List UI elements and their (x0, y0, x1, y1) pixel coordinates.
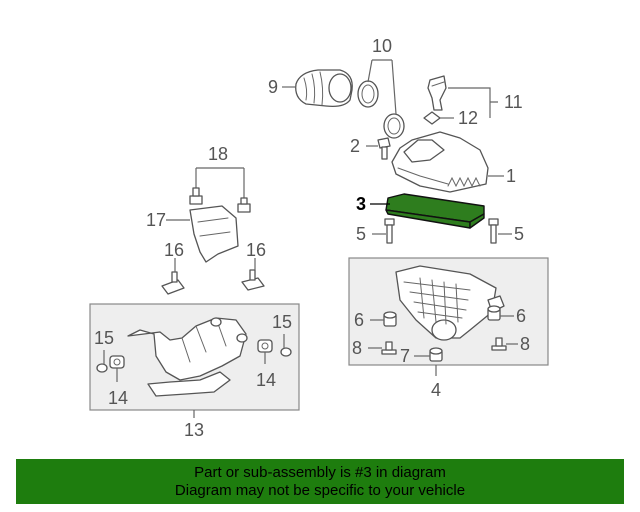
callout-7: 7 (400, 346, 410, 366)
callout-5a: 5 (356, 224, 366, 244)
collar-part-14-right[interactable] (257, 339, 273, 353)
bolt-part-16-right[interactable] (241, 269, 265, 291)
callout-18: 18 (208, 144, 228, 164)
callout-2: 2 (350, 136, 360, 156)
bolt-part-18-left[interactable] (189, 187, 203, 205)
callout-14a: 14 (108, 388, 128, 408)
grommet-part-6-right[interactable] (487, 305, 501, 321)
callout-13: 13 (184, 420, 204, 440)
callout-17: 17 (146, 210, 166, 230)
callout-6b: 6 (516, 306, 526, 326)
bolt-part-16-left[interactable] (161, 271, 185, 295)
airflow-sensor-part-11[interactable] (427, 75, 447, 111)
banner-line-1: Part or sub-assembly is #3 in diagram (194, 463, 446, 481)
callout-4: 4 (431, 380, 441, 400)
callout-8b: 8 (520, 334, 530, 354)
grommet-part-6-left[interactable] (383, 311, 397, 327)
callout-8a: 8 (352, 338, 362, 358)
callout-6a: 6 (354, 310, 364, 330)
callout-9: 9 (268, 77, 278, 97)
grommet-part-15-left[interactable] (96, 363, 108, 373)
air-cleaner-cover-part-1[interactable] (391, 131, 489, 193)
part-info-banner: Part or sub-assembly is #3 in diagram Di… (16, 459, 624, 504)
resonator-duct-part-13[interactable] (127, 317, 248, 397)
air-filter-part-3[interactable] (385, 193, 485, 229)
collar-part-8-right[interactable] (491, 337, 507, 351)
grommet-part-15-right[interactable] (280, 347, 292, 357)
callout-15b: 15 (272, 312, 292, 332)
callout-10: 10 (372, 36, 392, 56)
callout-11: 11 (504, 92, 523, 112)
bolt-part-18-right[interactable] (237, 197, 251, 213)
callout-12: 12 (458, 108, 478, 128)
hose-clamp-part-10[interactable] (357, 80, 405, 139)
bolt-part-5-right[interactable] (488, 218, 499, 244)
collar-part-8-left[interactable] (381, 341, 397, 355)
leader-10 (367, 59, 397, 115)
collar-part-14-left[interactable] (109, 355, 125, 369)
callout-5b: 5 (514, 224, 524, 244)
callout-16b: 16 (246, 240, 266, 260)
callout-14b: 14 (256, 370, 276, 390)
leader-11 (448, 87, 498, 118)
insulator-part-7[interactable] (429, 347, 443, 362)
callout-3: 3 (356, 194, 366, 214)
gasket-part-12[interactable] (423, 111, 441, 125)
callout-15a: 15 (94, 328, 114, 348)
callout-1: 1 (506, 166, 516, 186)
callout-16a: 16 (164, 240, 184, 260)
bracket-part-17[interactable] (189, 205, 239, 263)
leader-18 (195, 167, 245, 202)
banner-line-2: Diagram may not be specific to your vehi… (174, 481, 466, 499)
bolt-part-2[interactable] (377, 137, 391, 160)
bolt-part-5-left[interactable] (384, 218, 395, 244)
intake-duct-part-9[interactable] (295, 69, 353, 108)
